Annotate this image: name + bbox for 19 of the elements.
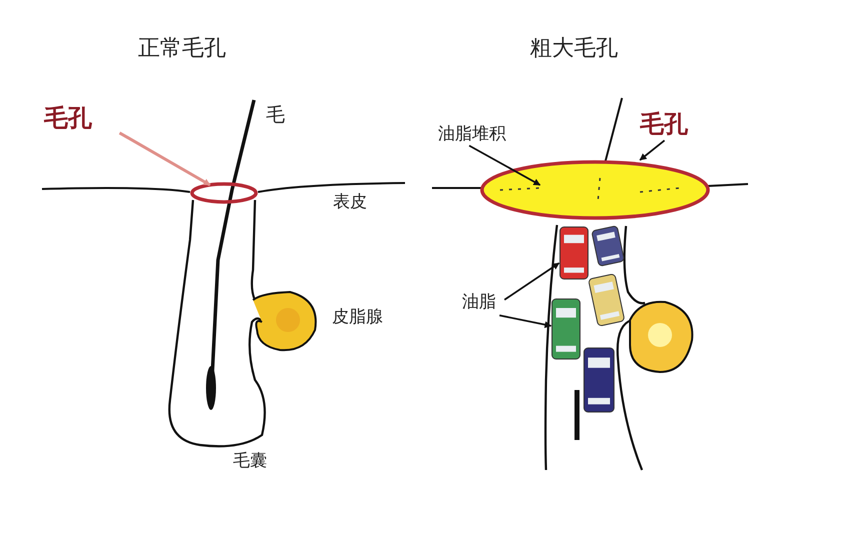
arrow — [504, 262, 560, 301]
diagram-heading: 正常毛孔 — [138, 36, 226, 62]
enlarged-pore-ring — [480, 160, 710, 220]
callout-label: 毛孔 — [640, 110, 710, 142]
diagram-heading: 粗大毛孔 — [530, 36, 618, 62]
car-icon — [559, 226, 589, 280]
part-label: 皮脂腺 — [332, 307, 383, 328]
leader-arrow — [118, 132, 211, 186]
part-label: 毛囊 — [233, 451, 267, 472]
arrow — [639, 140, 666, 161]
part-label: 毛 — [266, 104, 285, 127]
callout-label: 油脂堆积 — [438, 124, 542, 148]
part-label: 表皮 — [333, 192, 367, 212]
callout-label: 毛孔 — [44, 104, 128, 138]
arrow — [499, 314, 552, 328]
car-icon — [551, 298, 581, 360]
callout-label: 油脂 — [462, 292, 512, 318]
arrow — [468, 144, 541, 186]
pore-ring — [190, 182, 258, 204]
